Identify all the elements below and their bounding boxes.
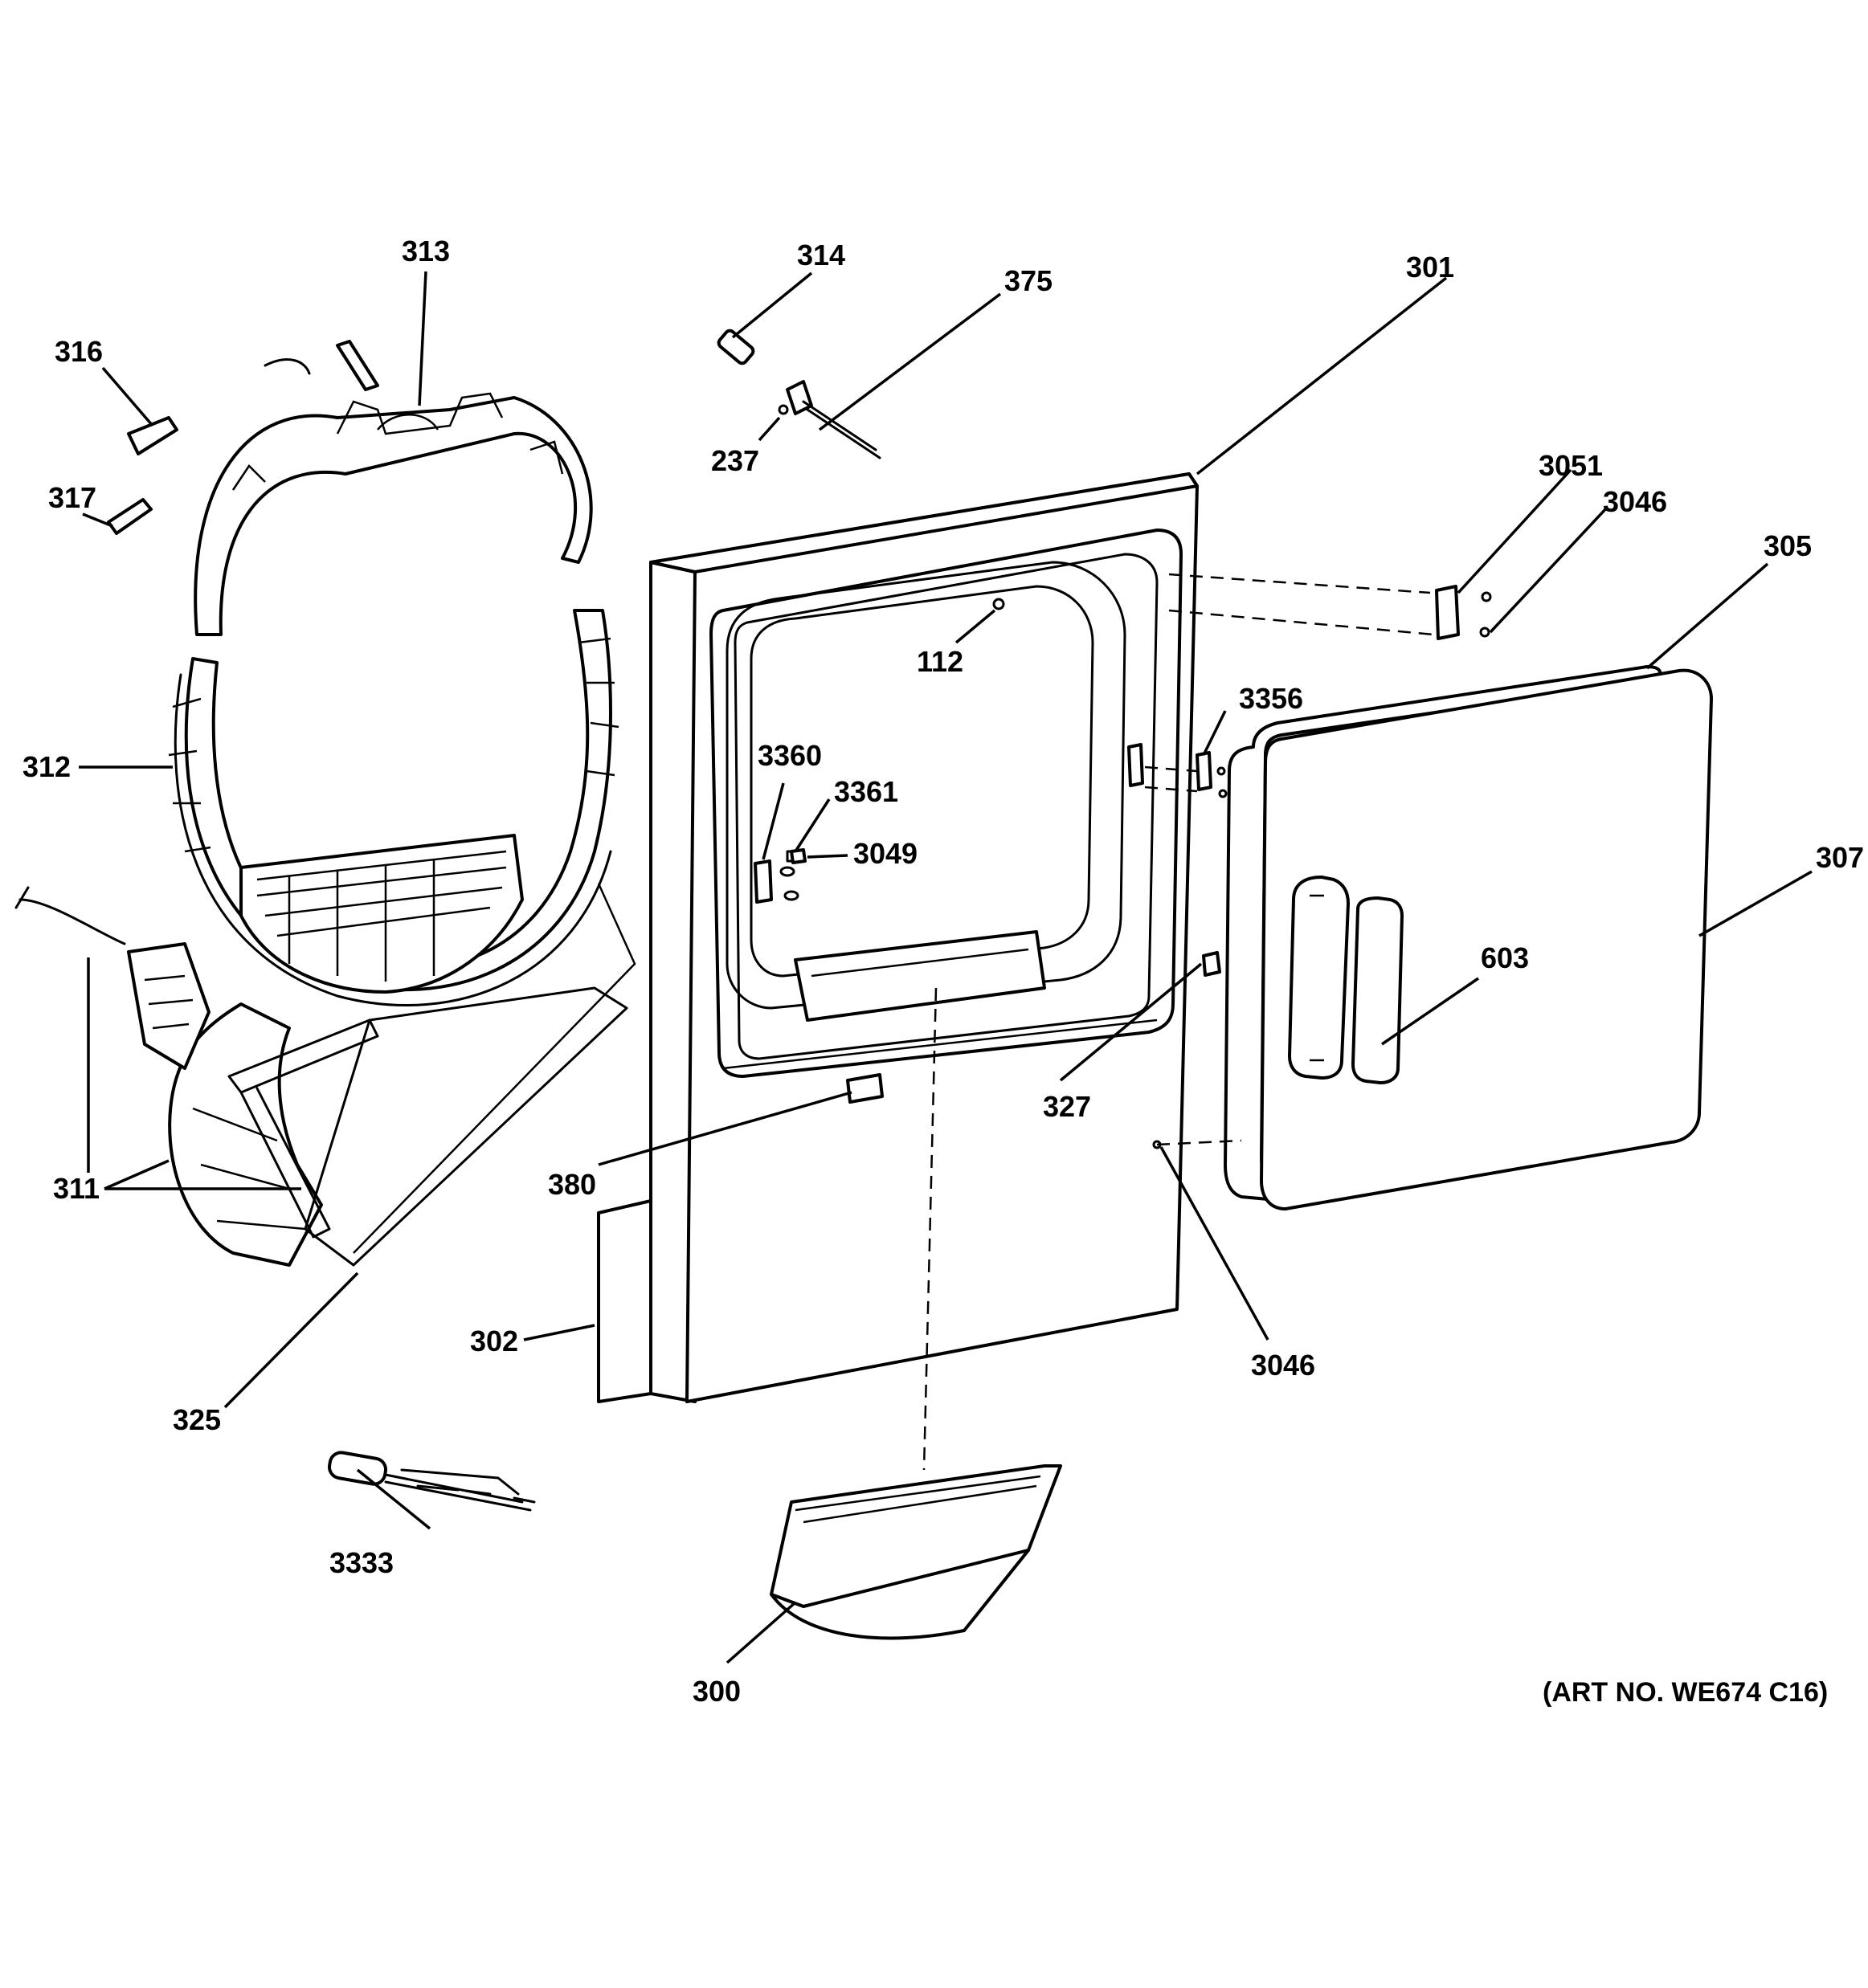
- wiring-harness: [327, 1451, 536, 1512]
- part-314: [717, 329, 755, 365]
- wire-arc: [14, 886, 126, 945]
- duct: [168, 1002, 323, 1267]
- callout-325: 325: [173, 1403, 221, 1436]
- callout-3049: 3049: [853, 837, 918, 870]
- strip-upper: [336, 340, 379, 391]
- lint-filter: [770, 1464, 1062, 1640]
- duct-seal: [227, 1018, 379, 1239]
- part-327: [1202, 951, 1221, 977]
- callout-312: 312: [22, 750, 71, 783]
- callout-3051: 3051: [1539, 449, 1603, 482]
- callout-327: 327: [1043, 1090, 1091, 1123]
- callout-311: 311: [53, 1172, 100, 1205]
- drum-opening: [726, 561, 1126, 1010]
- part-112: [992, 598, 1005, 610]
- callout-316: 316: [55, 335, 103, 368]
- callout-3333: 3333: [329, 1546, 394, 1579]
- callout-314: 314: [797, 239, 845, 271]
- part-316: [127, 416, 178, 455]
- callout-112: 112: [917, 645, 963, 678]
- callout-302: 302: [470, 1325, 518, 1357]
- part-237: [778, 404, 789, 415]
- hinge-3051: [1435, 585, 1460, 640]
- latch-3360: [754, 859, 773, 904]
- leader-lines: [79, 271, 1813, 1664]
- handle-grip-603: [1351, 896, 1404, 1084]
- callout-3361: 3361: [834, 775, 898, 808]
- door-opening-frame: [709, 529, 1183, 1078]
- part-317: [107, 498, 153, 535]
- part-380: [846, 1073, 884, 1104]
- hinge-right-panel: [1127, 743, 1144, 787]
- hinge-3356: [1196, 751, 1212, 791]
- clip-upper: [264, 358, 311, 375]
- callout-603: 603: [1481, 941, 1529, 974]
- callout-301: 301: [1406, 251, 1454, 284]
- panel-302: [597, 1199, 652, 1403]
- bulkhead-assembly: [14, 340, 636, 1267]
- front-panel-assembly: [597, 472, 1199, 1403]
- callout-237: 237: [711, 444, 759, 477]
- front-panel-top-edge: [649, 472, 1199, 574]
- callout-3046-bottom: 3046: [1251, 1349, 1315, 1382]
- callout-307: 307: [1816, 841, 1864, 874]
- assembly-lines: [922, 573, 1435, 1471]
- callout-3360: 3360: [758, 739, 822, 772]
- callout-300: 300: [693, 1675, 741, 1708]
- part-3049: [790, 848, 807, 864]
- lint-trap-slot: [794, 930, 1046, 1022]
- callout-3046-top: 3046: [1603, 485, 1667, 518]
- door-assembly: [1152, 585, 1713, 1210]
- art-number: (ART NO. WE674 C16): [1543, 1677, 1829, 1708]
- side-bracket: [127, 942, 211, 1070]
- callout-305: 305: [1764, 529, 1812, 562]
- top-small-parts: [717, 329, 881, 459]
- bulkhead-top-arc: [194, 396, 593, 636]
- callout-3356: 3356: [1239, 682, 1303, 715]
- callout-labels: 313 316 317 312 311 325 314 375 237 301 …: [22, 235, 1864, 1708]
- callout-313: 313: [402, 235, 450, 267]
- callout-375: 375: [1004, 264, 1053, 297]
- callout-317: 317: [48, 481, 96, 514]
- callout-380: 380: [548, 1168, 596, 1201]
- door-handle: [1288, 876, 1350, 1080]
